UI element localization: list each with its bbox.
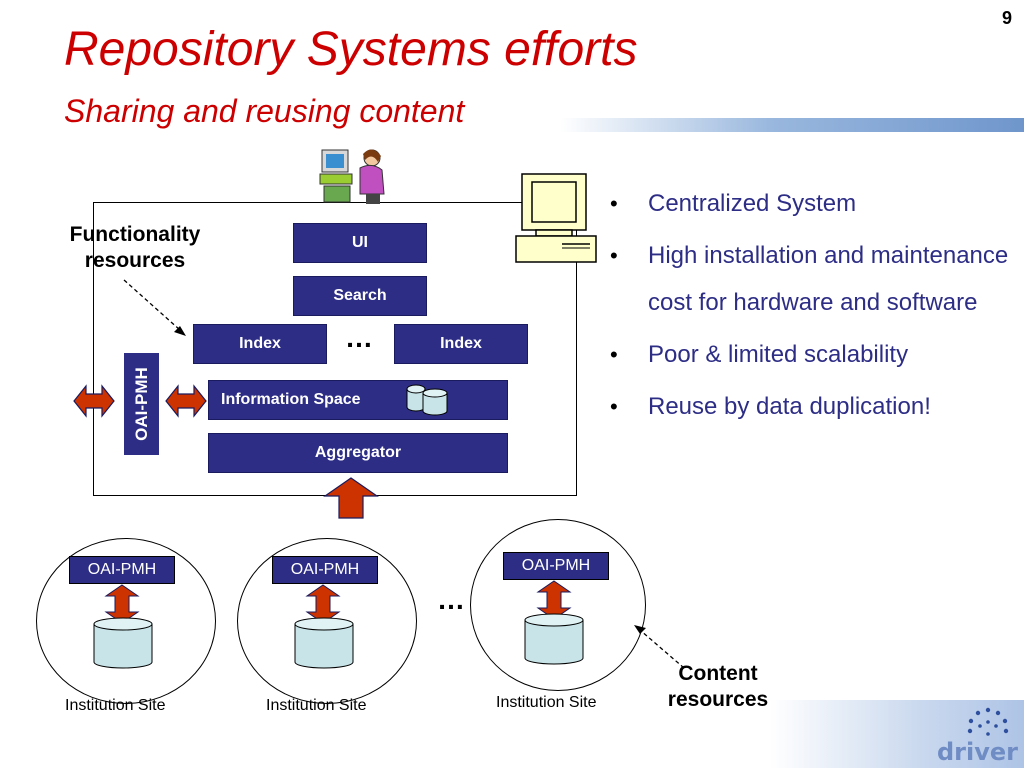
bullet-item: High installation and maintenance cost f… bbox=[606, 232, 1016, 326]
content-resources-label: Content resources bbox=[650, 661, 786, 713]
index-block-right: Index bbox=[394, 324, 528, 364]
functionality-pointer-arrow bbox=[123, 279, 186, 336]
driver-logo: driver bbox=[937, 738, 1018, 766]
information-space-label: Information Space bbox=[221, 391, 361, 408]
database-icon bbox=[406, 384, 448, 416]
slide-title: Repository Systems efforts bbox=[64, 23, 638, 76]
search-block: Search bbox=[293, 276, 427, 316]
bullet-list: Centralized System High installation and… bbox=[606, 180, 1016, 435]
up-arrow-icon bbox=[323, 477, 379, 519]
search-block-label: Search bbox=[333, 287, 387, 304]
oai-pmh-vertical-label: OAI-PMH bbox=[131, 367, 151, 441]
index-right-label: Index bbox=[440, 335, 482, 352]
site-3-oai-pmh: OAI-PMH bbox=[503, 552, 609, 580]
double-arrow-icon bbox=[165, 384, 207, 418]
site-2-oai-label: OAI-PMH bbox=[290, 561, 360, 578]
institution-site-label-2: Institution Site bbox=[266, 697, 367, 714]
institution-site-label-3: Institution Site bbox=[496, 694, 597, 711]
bullet-item: Centralized System bbox=[606, 180, 1016, 227]
functionality-line2: resources bbox=[84, 249, 186, 272]
site-1-oai-pmh: OAI-PMH bbox=[69, 556, 175, 584]
user-at-computer-icon bbox=[319, 149, 385, 204]
site-2-oai-pmh: OAI-PMH bbox=[272, 556, 378, 584]
bullet-item: Reuse by data duplication! bbox=[606, 383, 1016, 430]
sites-ellipsis: … bbox=[437, 584, 466, 615]
index-block-left: Index bbox=[193, 324, 327, 364]
content-line2: resources bbox=[667, 688, 769, 711]
information-space-block: Information Space bbox=[208, 380, 508, 420]
footer-gradient-bar bbox=[770, 700, 1024, 768]
aggregator-label: Aggregator bbox=[314, 444, 402, 461]
ui-block-label: UI bbox=[352, 234, 368, 251]
driver-logo-dots-icon bbox=[967, 707, 1009, 736]
slide-subtitle: Sharing and reusing content bbox=[64, 93, 465, 129]
desktop-computer-icon bbox=[515, 173, 597, 263]
database-icon bbox=[524, 613, 584, 665]
database-icon bbox=[294, 617, 354, 669]
ui-block: UI bbox=[293, 223, 427, 263]
site-3-oai-label: OAI-PMH bbox=[521, 557, 591, 574]
index-left-label: Index bbox=[239, 335, 281, 352]
title-underline-bar bbox=[560, 118, 1024, 132]
oai-pmh-vertical-block: OAI-PMH bbox=[124, 353, 159, 455]
database-icon bbox=[93, 617, 153, 669]
index-ellipsis: … bbox=[345, 322, 374, 353]
bullet-item: Poor & limited scalability bbox=[606, 331, 1016, 378]
functionality-line1: Functionality bbox=[69, 223, 201, 246]
institution-site-label-1: Institution Site bbox=[65, 697, 166, 714]
page-number: 9 bbox=[1001, 8, 1012, 28]
aggregator-block: Aggregator bbox=[208, 433, 508, 473]
content-line1: Content bbox=[678, 662, 758, 685]
content-pointer-arrow bbox=[634, 625, 685, 669]
functionality-resources-label: Functionality resources bbox=[50, 222, 220, 274]
double-arrow-icon bbox=[73, 384, 115, 418]
site-1-oai-label: OAI-PMH bbox=[87, 561, 157, 578]
